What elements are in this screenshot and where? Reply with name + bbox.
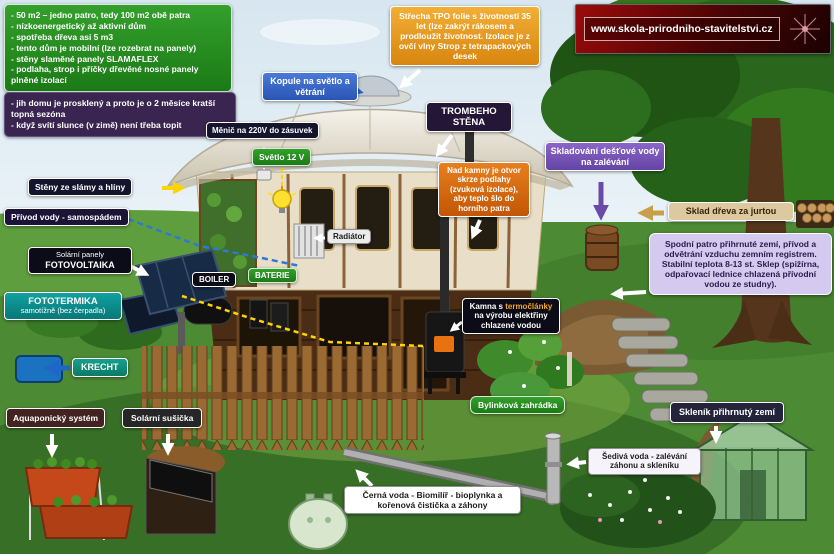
rainwater-text: Skladování dešťové vody na zalévání [550,146,660,167]
basement-note-box: Spodní patro přihrnuté zemí, přívod a od… [649,233,832,296]
socket-icon [256,169,272,181]
above-stove-text: Nad kamny je otvor skrze podlahy (zvukov… [447,166,521,213]
dome-label-text: Kopule na světlo a větrání [270,76,350,97]
water-supply-label: Přívod vody - samospádem [4,208,129,227]
stove-text-highlight: termočlánky [505,302,553,311]
stove-pipe-icon [440,214,449,314]
pv-label: Solární panely FOTOVOLTAIKA [28,247,132,275]
stove-text-2: na výrobu elektřiny chlazené vodou [474,311,548,330]
dome-label: Kopule na světlo a větrání [262,72,358,102]
battery-icon [249,299,268,329]
fact-item: - spotřeba dřeva asi 5 m3 [11,31,114,42]
stone-steps [611,317,719,422]
thermal-line2: samotížně (bez čerpadla) [20,306,106,316]
biogas-tank-icon [288,493,348,550]
wood-storage-text: Sklad dřeva za jurtou [685,206,777,216]
flower-bed-icon [560,468,716,548]
inverter-label: Měnič na 220V do zásuvek [206,122,319,140]
connector-arrows [43,68,723,488]
radiator-text: Radiátor [333,232,366,241]
straw-walls-text: Stěny ze slámy a hlíny [35,182,126,192]
aquaponics-text: Aquaponický systém [13,413,99,423]
facts-box-green: - 50 m2 – jedno patro, tedy 100 m2 obě p… [4,4,232,93]
trombe-text: TROMBEHO STĚNA [441,106,497,129]
fire-window-icon [434,336,454,352]
fact-item: - 50 m2 – jedno patro, tedy 100 m2 obě p… [11,10,191,20]
battery-label: BATERIE [248,268,297,284]
grey-water-label: Šedivá voda - zalévání záhonu a skleníku [588,448,701,475]
chimney-icon [465,112,474,170]
light-12v-text: Světlo 12 V [259,152,305,162]
website-banner: www.skola-prirodniho-stavitelstvi.cz [575,4,831,54]
above-stove-note: Nad kamny je otvor skrze podlahy (zvukov… [438,162,530,218]
facts-box-purple: - jih domu je prosklený a proto je o 2 m… [4,92,236,137]
starburst-icon [790,14,820,44]
fact-item: - tento dům je mobilní (lze rozebrat na … [11,42,197,53]
aquaponics-label: Aquaponický systém [6,408,106,429]
website-url[interactable]: www.skola-prirodniho-stavitelstvi.cz [584,17,780,41]
water-supply-text: Přívod vody - samospádem [11,212,122,222]
krecht-text: KRECHT [81,362,119,372]
herb-garden-label: Bylinková zahrádka [470,396,566,415]
solar-panels [118,248,228,354]
grey-water-pipe-icon [546,435,561,505]
krecht-label: KRECHT [72,358,128,377]
thermal-line1: FOTOTERMIKA [28,296,98,307]
fence [142,346,424,450]
black-water-text: Černá voda - Biomilíř - bioplynka a koře… [362,490,503,511]
wood-storage-label: Sklad dřeva za jurtou [668,202,794,221]
greenhouse-label: Skleník přihrnutý zemí [670,402,785,423]
solar-thermal-label: FOTOTERMIKA samotížně (bez čerpadla) [4,292,122,321]
stove-label: Kamna s termočlánky na výrobu elektřiny … [462,298,560,335]
boiler-label: BOILER [192,272,237,288]
inverter-text: Měnič na 220V do zásuvek [212,126,313,135]
fact-item: - jih domu je prosklený a proto je o 2 m… [11,98,216,119]
trombe-wall-label: TROMBEHO STĚNA [426,102,512,133]
fact-item: - když svítí slunce (v zimě) není třeba … [11,119,182,130]
rainwater-label: Skladování dešťové vody na zalévání [545,142,665,172]
wood-pile-icon [796,200,834,228]
herb-garden-text: Bylinková zahrádka [478,400,558,410]
solar-dryer-text: Solární sušička [131,413,194,423]
black-water-label: Černá voda - Biomilíř - bioplynka a koře… [344,486,521,515]
aquaponics-icon [24,457,134,541]
fact-item: - nízkoenergetický až aktivní dům [11,20,147,31]
basement-text: Spodní patro přihrnuté zemí, přívod a od… [661,239,820,290]
roof-note-box: Střecha TPO folie s životností 35 let (l… [390,6,540,67]
fact-item: - podlaha, strop i příčky dřevěné nosné … [11,64,199,86]
bulb-icon [267,186,297,213]
straw-walls-label: Stěny ze slámy a hlíny [28,178,133,197]
pv-line2: FOTOVOLTAIKA [45,259,115,270]
light-12v-label: Světlo 12 V [252,148,312,167]
solar-dryer-label: Solární sušička [122,408,203,429]
solar-dryer-icon [145,446,225,535]
battery-text: BATERIE [255,271,290,280]
fact-item: - stěny slaměné panely SLAMAFLEX [11,53,159,64]
greenhouse-text: Skleník přihrnutý zemí [679,407,776,417]
radiator-label: Radiátor [327,229,372,245]
rain-barrel-icon [585,224,619,271]
stove-text-1: Kamna s [469,302,506,311]
roof-note-text: Střecha TPO folie s životností 35 let (l… [398,11,532,62]
grey-water-text: Šedivá voda - zalévání záhonu a skleníku [602,452,687,471]
boiler-text: BOILER [199,275,230,284]
pv-line1: Solární panely [56,250,104,259]
